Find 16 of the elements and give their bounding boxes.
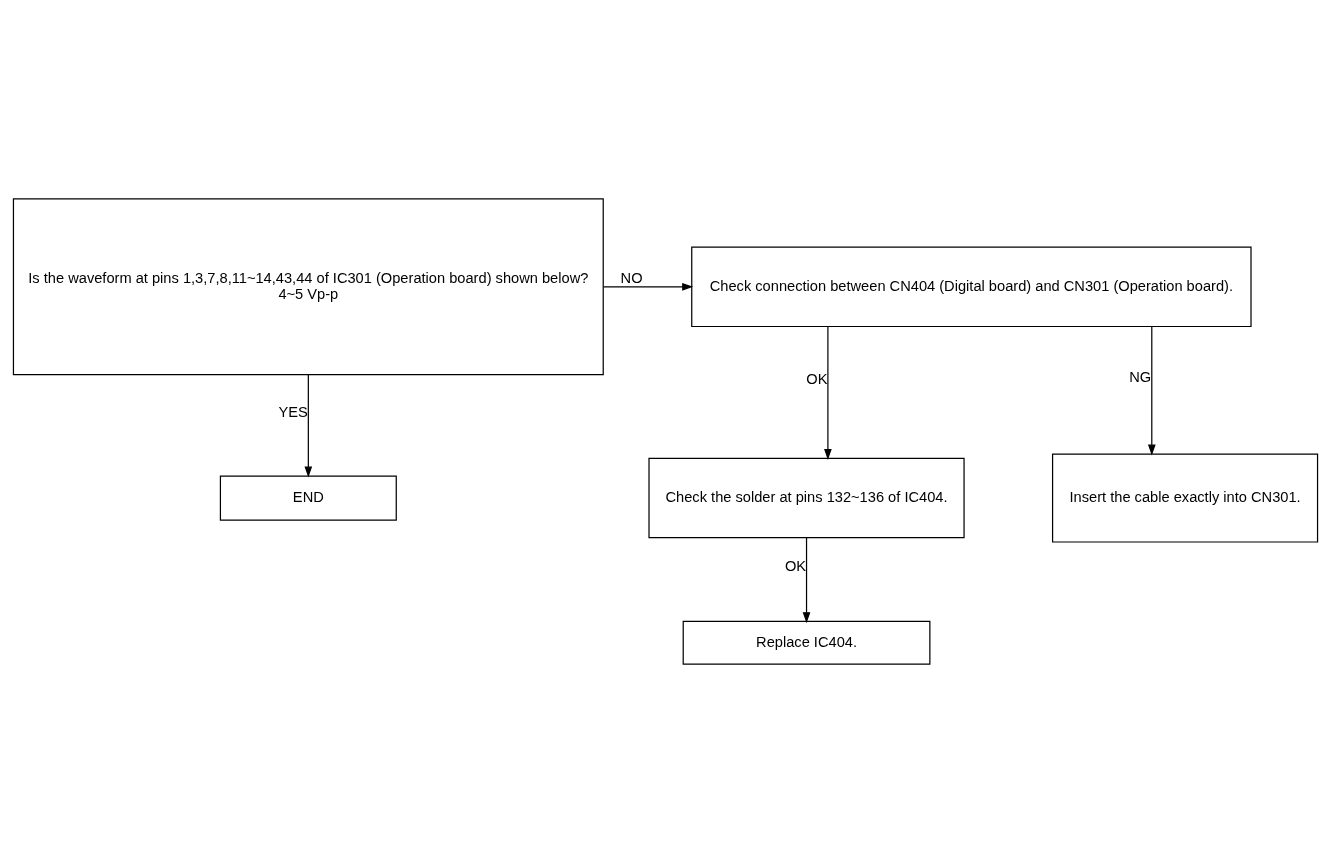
node-box: END <box>219 475 397 521</box>
edge-label: OK <box>806 370 828 387</box>
edge-label: YES <box>278 403 308 420</box>
node-box: Insert the cable exactly into CN301. <box>1051 453 1319 543</box>
node-box: Check connection between CN404 (Digital board) and CN301 (Operation board). <box>691 246 1252 328</box>
arrow <box>602 282 694 291</box>
node-box: Check the solder at pins 132~136 of IC404. <box>648 457 965 539</box>
arrow <box>1147 325 1156 456</box>
arrow <box>802 537 811 624</box>
arrow <box>304 374 313 478</box>
arrow <box>824 325 832 460</box>
edge-label: NO <box>620 269 643 286</box>
edge-label: OK <box>784 558 807 575</box>
edge-label: NG <box>1129 368 1152 385</box>
node-box: Is the waveform at pins 1,3,7,8,11~14,43,44 of IC301 (Operation board) shown below? 4~5 Vp-p <box>12 198 604 376</box>
node-box: Replace IC404. <box>682 620 931 665</box>
